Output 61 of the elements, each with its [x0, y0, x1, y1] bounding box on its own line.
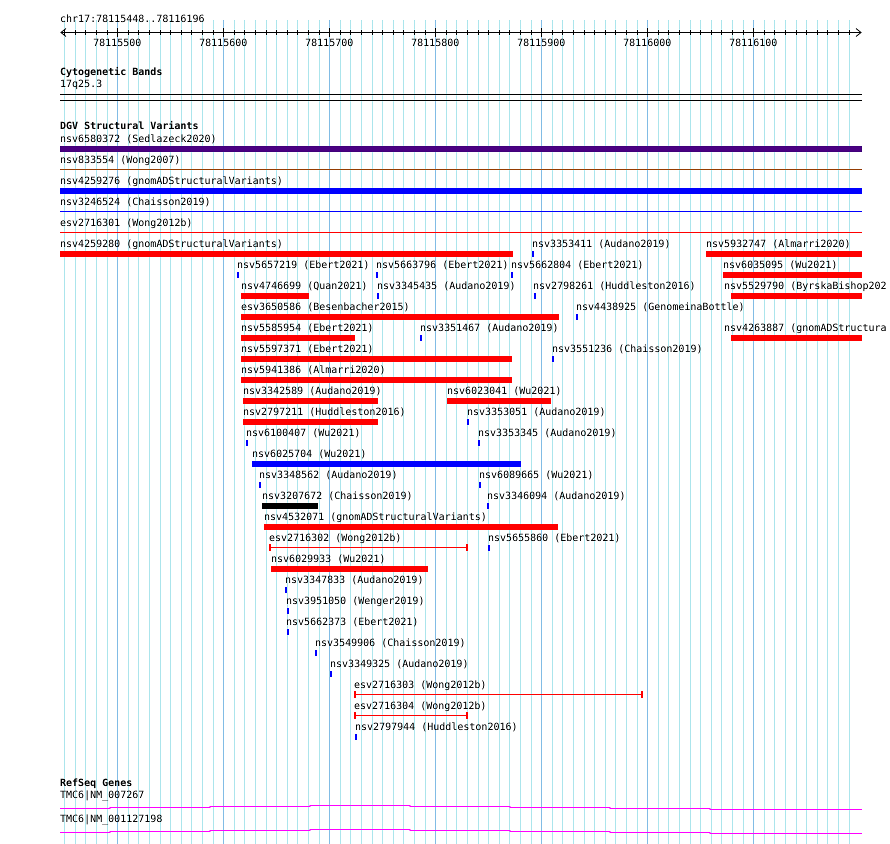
variant-label: esv2716301 (Wong2012b)	[60, 218, 192, 230]
variant-label: esv2716303 (Wong2012b)	[354, 680, 486, 692]
variant-label: nsv6100407 (Wu2021)	[246, 428, 360, 440]
variant-label: nsv3207672 (Chaisson2019)	[262, 491, 413, 503]
axis-tick-label: 78116000	[623, 38, 672, 50]
variant-label: nsv3351467 (Audano2019)	[420, 323, 558, 335]
axis-tick-label: 78115600	[199, 38, 248, 50]
variant-label: nsv5655860 (Ebert2021)	[488, 533, 620, 545]
variant-label: nsv3353411 (Audano2019)	[532, 239, 670, 251]
axis-tick-label: 78115800	[411, 38, 460, 50]
variant-label: nsv6035095 (Wu2021)	[723, 260, 838, 272]
variant-label: nsv4746699 (Quan2021)	[241, 281, 368, 293]
variant-label: nsv3347833 (Audano2019)	[285, 575, 424, 587]
variant-label: nsv5663796 (Ebert2021)	[376, 260, 508, 272]
variant-label: nsv4532071 (gnomADStructuralVariants)	[264, 512, 487, 524]
variant-label: nsv3348562 (Audano2019)	[259, 470, 398, 482]
track-title: RefSeq Genes	[60, 778, 132, 790]
variant-label: nsv3246524 (Chaisson2019)	[60, 197, 211, 209]
variant-label: nsv2797211 (Huddleston2016)	[243, 407, 406, 419]
variant-label: nsv2798261 (Huddleston2016)	[533, 281, 696, 293]
variant-label: esv2716304 (Wong2012b)	[354, 701, 486, 713]
variant-label: nsv5585954 (Ebert2021)	[241, 323, 374, 335]
variant-label: esv3650586 (Besenbacher2015)	[241, 302, 410, 314]
variant-label: nsv3353345 (Audano2019)	[478, 428, 616, 440]
variant-label: nsv3551236 (Chaisson2019)	[552, 344, 703, 356]
variant-label: nsv4259280 (gnomADStructuralVariants)	[60, 239, 283, 251]
variant-label: nsv3951050 (Wenger2019)	[286, 596, 424, 608]
gene-label: TMC6|NM_007267	[60, 790, 144, 802]
gene-label: TMC6|NM_001127198	[60, 814, 162, 826]
variant-label: nsv6089665 (Wu2021)	[479, 470, 594, 482]
band-label: 17q25.3	[60, 79, 102, 91]
variant-label: nsv6025704 (Wu2021)	[252, 449, 366, 461]
track-title: DGV Structural Variants	[60, 121, 198, 133]
variant-label: esv2716302 (Wong2012b)	[269, 533, 402, 545]
variant-label: nsv2797944 (Huddleston2016)	[355, 722, 518, 734]
variant-label: nsv5932747 (Almarri2020)	[706, 239, 850, 251]
variant-label: nsv3353051 (Audano2019)	[467, 407, 606, 419]
variant-label: nsv6580372 (Sedlazeck2020)	[60, 134, 217, 146]
variant-label: nsv833554 (Wong2007)	[60, 155, 180, 167]
variant-label: nsv4438925 (GenomeinaBottle)	[576, 302, 745, 314]
variant-label: nsv4263887 (gnomADStructura	[724, 323, 887, 335]
axis-tick-label: 78116100	[729, 38, 778, 50]
variant-label: nsv4259276 (gnomADStructuralVariants)	[60, 176, 283, 188]
axis-tick-label: 78115500	[93, 38, 142, 50]
variant-label: nsv5657219 (Ebert2021)	[237, 260, 370, 272]
variant-label: nsv3342589 (Audano2019)	[243, 386, 382, 398]
variant-label: nsv5662373 (Ebert2021)	[286, 617, 418, 629]
track-title: Cytogenetic Bands	[60, 67, 162, 79]
variant-label: nsv5662804 (Ebert2021)	[511, 260, 644, 272]
variant-label: nsv3345435 (Audano2019)	[377, 281, 516, 293]
variant-label: nsv3549906 (Chaisson2019)	[315, 638, 466, 650]
variant-label: nsv3349325 (Audano2019)	[330, 659, 468, 671]
variant-label: nsv3346094 (Audano2019)	[487, 491, 626, 503]
axis-tick-label: 78115700	[305, 38, 354, 50]
variant-label: nsv5529790 (ByrskaBishop202	[724, 281, 887, 293]
axis-tick-label: 78115900	[517, 38, 566, 50]
variant-label: nsv5941386 (Almarri2020)	[241, 365, 386, 377]
position-label: chr17:78115448..78116196	[60, 14, 204, 26]
variant-label: nsv6029933 (Wu2021)	[271, 554, 386, 566]
variant-label: nsv6023041 (Wu2021)	[447, 386, 562, 398]
variant-label: nsv5597371 (Ebert2021)	[241, 344, 374, 356]
